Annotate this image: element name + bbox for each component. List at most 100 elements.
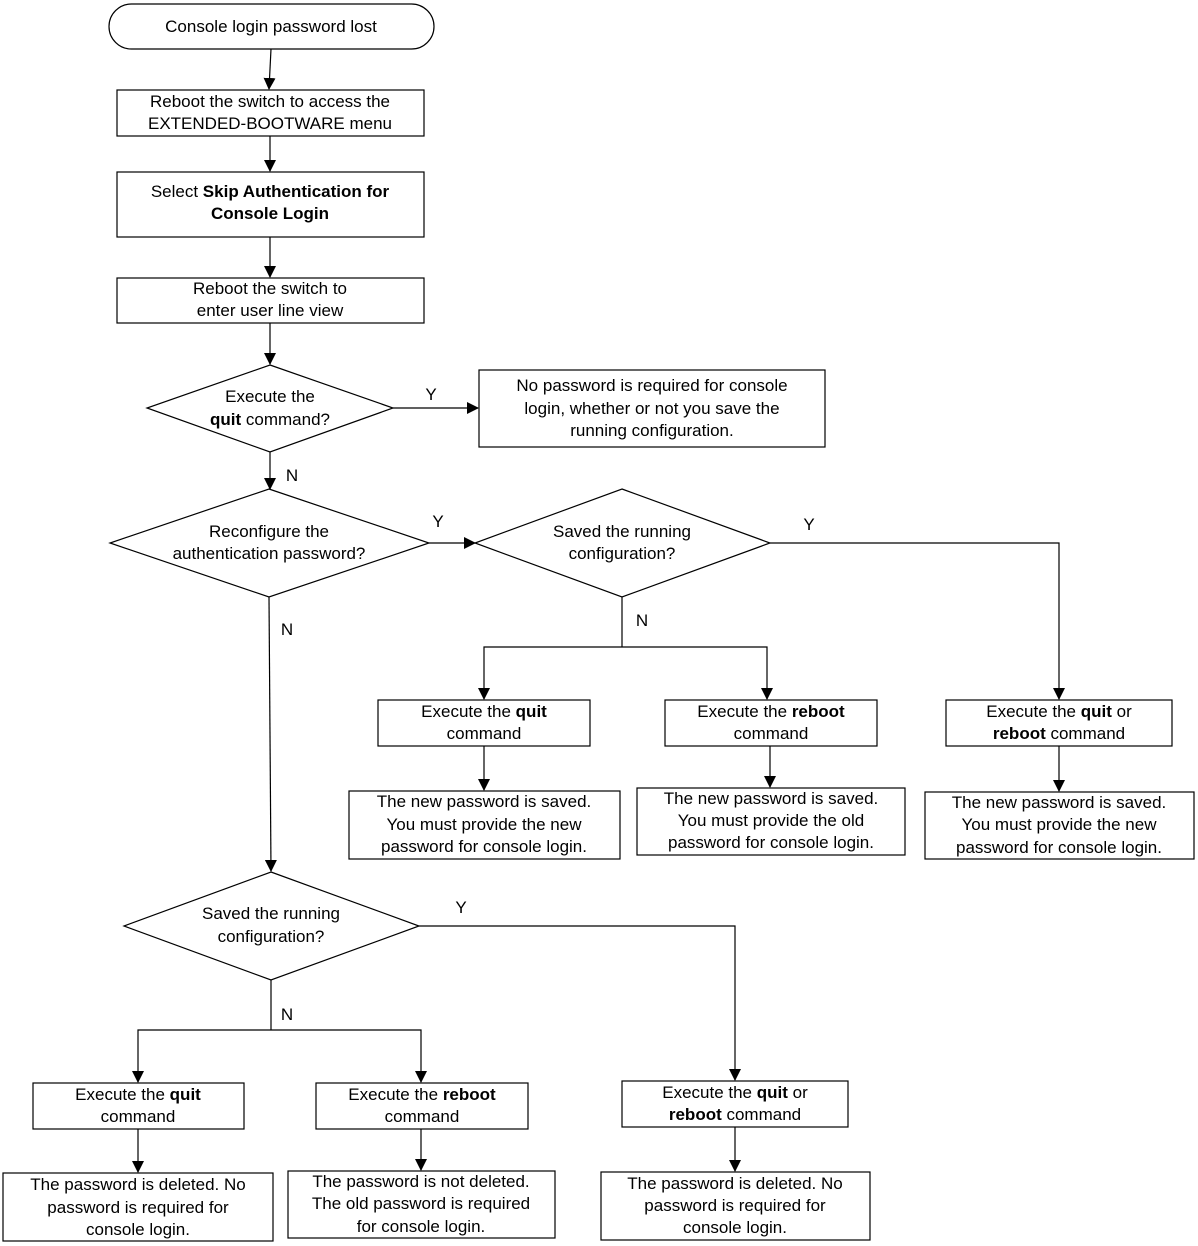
s3-line-1: The password is deleted. No [627, 1174, 842, 1193]
s2-line-3: for console login. [357, 1217, 486, 1236]
r2-line-2: You must provide the old [678, 811, 865, 830]
b3-suffix: command [722, 1105, 801, 1124]
arrow-d4-no-right [271, 1029, 427, 1083]
r1-line-2: You must provide the new [387, 815, 583, 834]
step2-line-2: Console Login [211, 204, 329, 223]
d1-result-line-1: No password is required for console [516, 376, 787, 395]
d1-result-line-3: running configuration. [570, 421, 734, 440]
d2-line-2: authentication password? [173, 544, 366, 563]
r3-line-2: You must provide the new [962, 815, 1158, 834]
action-lower-reboot: Execute the reboot command [315, 1082, 529, 1130]
b3-bold: quit [757, 1083, 788, 1102]
arrow-d2-no [264, 596, 277, 872]
step2-prefix: Select [151, 182, 203, 201]
step1-line-2: EXTENDED-BOOTWARE menu [148, 114, 392, 133]
d1-line-2: quit command? [210, 410, 330, 429]
a1-line-2: command [447, 724, 522, 743]
connectors [132, 48, 1065, 1173]
decision-saved-config-upper: Saved the running configuration? [473, 488, 772, 598]
result-lower-not-deleted: The password is not deleted. The old pas… [287, 1170, 556, 1239]
result-lower-deleted: The password is deleted. No password is … [2, 1172, 274, 1242]
step3-line-1: Reboot the switch to [193, 279, 347, 298]
s2-line-2: The old password is required [312, 1194, 530, 1213]
s3-line-3: console login. [683, 1218, 787, 1237]
b2-bold: reboot [443, 1085, 496, 1104]
a2-bold: reboot [792, 702, 845, 721]
step3-line-2: enter user line view [197, 301, 344, 320]
action-upper-quit: Execute the quit command [377, 699, 591, 747]
action-lower-quit-or-reboot: Execute the quit or reboot command [621, 1080, 849, 1128]
d1-result-line-2: login, whether or not you save the [524, 399, 779, 418]
s1-line-1: The password is deleted. No [30, 1175, 245, 1194]
d2-yes-label: Y [432, 512, 443, 531]
s3-line-2: password is required for [644, 1196, 826, 1215]
r1-line-3: password for console login. [381, 837, 587, 856]
action-lower-quit: Execute the quit command [32, 1082, 245, 1130]
result-lower-saved-deleted: The password is deleted. No password is … [600, 1171, 871, 1241]
arrow-start-to-step1 [263, 48, 276, 90]
d3-line-1: Saved the running [553, 522, 691, 541]
s2-line-1: The password is not deleted. [312, 1172, 529, 1191]
b3-prefix: Execute the [662, 1083, 757, 1102]
a2-line-1: Execute the reboot [697, 702, 845, 721]
d1-line-1: Execute the [225, 387, 315, 406]
r2-line-3: password for console login. [668, 833, 874, 852]
b1-prefix: Execute the [75, 1085, 170, 1104]
d1-bold: quit [210, 410, 241, 429]
result-upper-saved-new: The new password is saved. You must prov… [924, 791, 1195, 860]
r1-line-1: The new password is saved. [377, 792, 592, 811]
a3-line-2: reboot command [993, 724, 1125, 743]
b1-line-2: command [101, 1107, 176, 1126]
b3-line-2: reboot command [669, 1105, 801, 1124]
d1-yes-label: Y [425, 385, 436, 404]
b3-mid: or [788, 1083, 808, 1102]
a3-bold: quit [1081, 702, 1112, 721]
d3-no-label: N [636, 611, 648, 630]
decision-saved-config-lower: Saved the running configuration? [122, 871, 421, 981]
decision-reconfigure-password: Reconfigure the authentication password? [108, 488, 431, 598]
a3-mid: or [1112, 702, 1132, 721]
result-upper-new-password-old: The new password is saved. You must prov… [636, 787, 906, 856]
a1-bold: quit [516, 702, 547, 721]
d2-line-1: Reconfigure the [209, 522, 329, 541]
a3-suffix: command [1046, 724, 1125, 743]
s1-line-2: password is required for [47, 1198, 229, 1217]
b1-line-1: Execute the quit [75, 1085, 201, 1104]
start-terminator: Console login password lost [108, 3, 435, 50]
step2-bold-1: Skip Authentication for [203, 182, 390, 201]
a2-line-2: command [734, 724, 809, 743]
line-d4-yes [419, 925, 741, 1081]
step1-line-1: Reboot the switch to access the [150, 92, 390, 111]
step-reboot-bootware: Reboot the switch to access the EXTENDED… [116, 89, 425, 137]
step-select-skip-auth: Select Skip Authentication for Console L… [116, 171, 425, 238]
s1-line-3: console login. [86, 1220, 190, 1239]
d1-suffix: command? [241, 410, 330, 429]
arrow-d3-no-right [622, 646, 773, 700]
action-upper-quit-or-reboot: Execute the quit or reboot command [945, 699, 1173, 747]
b3-bold-2: reboot [669, 1105, 722, 1124]
arrow-d3-no-left [478, 646, 622, 700]
result-upper-new-password-new: The new password is saved. You must prov… [348, 790, 621, 860]
step-reboot-user-line: Reboot the switch to enter user line vie… [116, 277, 425, 324]
a3-bold-2: reboot [993, 724, 1046, 743]
decision-execute-quit: Execute the quit command? [145, 364, 395, 453]
d2-no-label: N [281, 620, 293, 639]
d3-yes-label: Y [803, 515, 814, 534]
r3-line-1: The new password is saved. [952, 793, 1167, 812]
result-no-password-required: No password is required for console logi… [478, 369, 826, 448]
action-upper-reboot: Execute the reboot command [664, 699, 878, 747]
a3-line-1: Execute the quit or [986, 702, 1132, 721]
b2-prefix: Execute the [348, 1085, 443, 1104]
d1-no-label: N [286, 466, 298, 485]
step2-line-1: Select Skip Authentication for [151, 182, 390, 201]
b3-line-1: Execute the quit or [662, 1083, 808, 1102]
d4-yes-label: Y [455, 898, 466, 917]
line-d3-yes [770, 542, 1065, 700]
a2-prefix: Execute the [697, 702, 792, 721]
b2-line-2: command [385, 1107, 460, 1126]
r3-line-3: password for console login. [956, 838, 1162, 857]
d3-line-2: configuration? [569, 544, 676, 563]
start-text: Console login password lost [165, 17, 377, 36]
b1-bold: quit [170, 1085, 201, 1104]
